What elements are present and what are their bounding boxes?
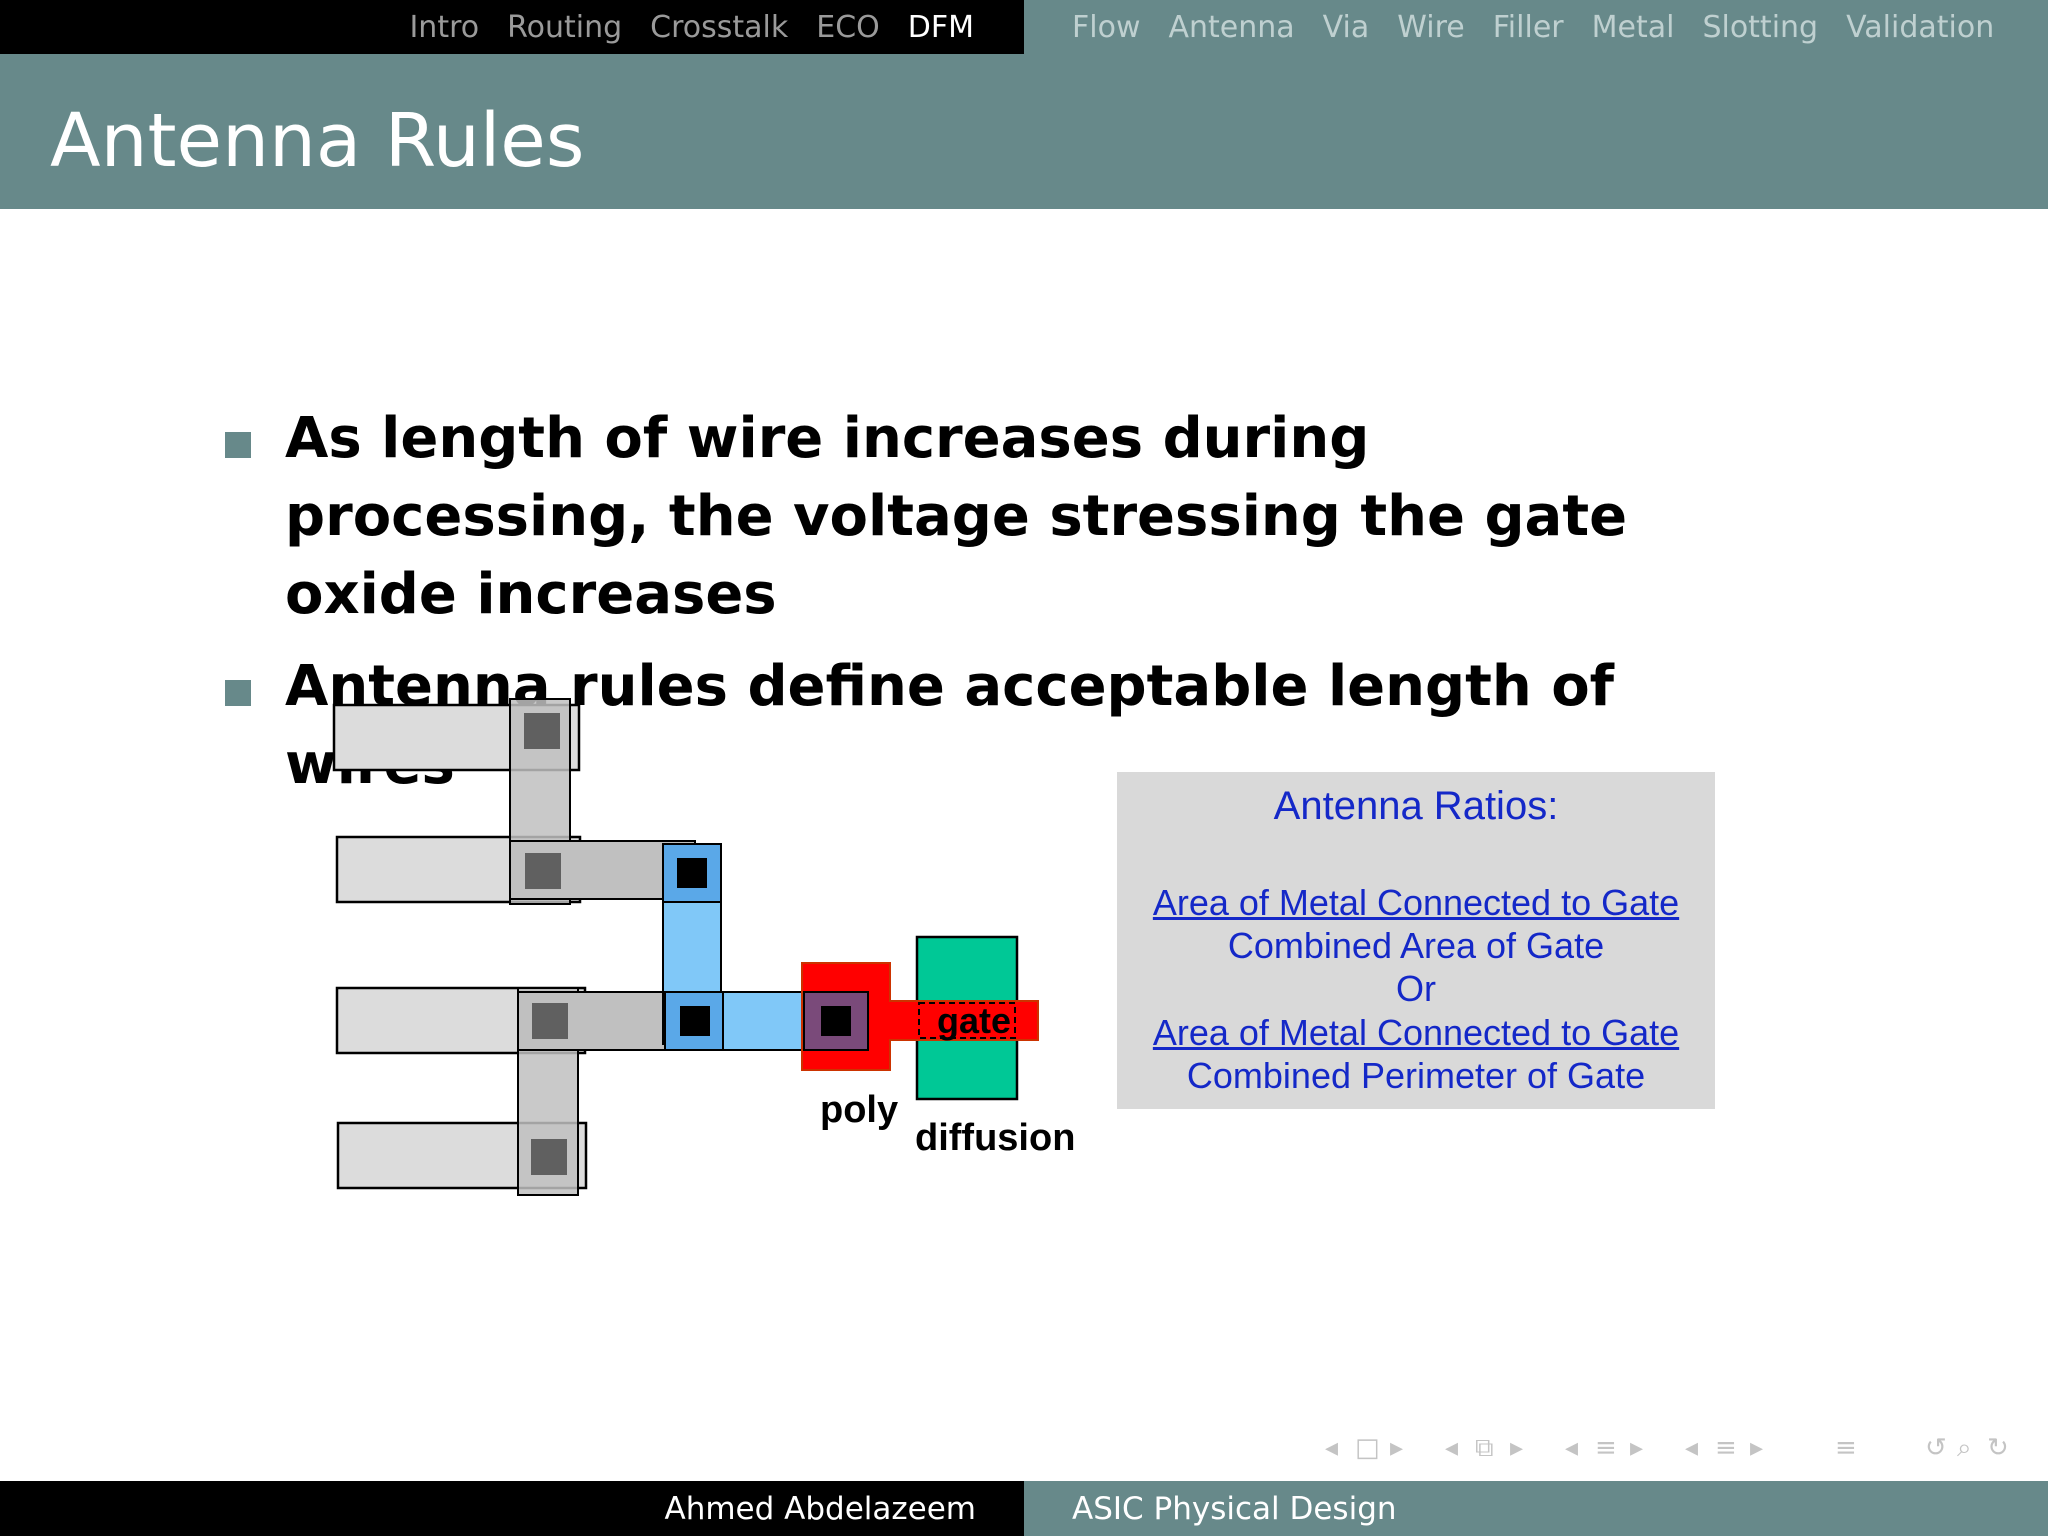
gate-label: gate (937, 1000, 1011, 1041)
via-square (524, 713, 560, 749)
prev-document-arrow-icon[interactable]: ◂ (1685, 1433, 1699, 1463)
nav-section-intro[interactable]: Intro (409, 9, 480, 45)
antenna-ratio-box: Antenna Ratios: Area of Metal Connected … (1117, 772, 1715, 1109)
back-icon[interactable]: ↺ (1925, 1433, 1947, 1463)
nav-subsection-filler[interactable]: Filler (1492, 9, 1564, 45)
nav-subsection-via[interactable]: Via (1322, 9, 1370, 45)
search-icon[interactable]: ⌕ (1957, 1433, 1972, 1463)
antenna-layout-diagram: gate poly diffusion (332, 698, 1075, 1196)
subsection-list: Flow Antenna Via Wire Filler Metal Slotting Val… (1072, 0, 1994, 54)
bullet-marker (225, 680, 251, 706)
section-nav: Intro Routing Crosstalk ECO DFM (0, 0, 1024, 54)
diffusion-label: diffusion (915, 1117, 1075, 1159)
next-document-arrow-icon[interactable]: ▸ (1750, 1433, 1764, 1463)
nav-section-routing[interactable]: Routing (507, 9, 623, 45)
contact-square (680, 1006, 710, 1036)
ratio1-numerator: Area of Metal Connected to Gate (1152, 882, 1680, 923)
contact-square (677, 858, 707, 888)
navigation-symbols: ◂ □ ▸ ◂ ⧉ ▸ ◂ ≡ ▸ ◂ ≡ ▸ ≡ ↺ ⌕ ↻ (1325, 1433, 2025, 1469)
nav-section-eco[interactable]: ECO (816, 9, 880, 45)
bullet-marker (225, 432, 251, 458)
nav-section-dfm[interactable]: DFM (907, 9, 974, 45)
next-subsection-arrow-icon[interactable]: ▸ (1510, 1433, 1524, 1463)
ratio1-denominator: Combined Area of Gate (1227, 925, 1605, 966)
prev-subsection-arrow-icon[interactable]: ◂ (1445, 1433, 1459, 1463)
prev-frame-arrow-icon[interactable]: ◂ (1325, 1433, 1339, 1463)
nav-section-crosstalk[interactable]: Crosstalk (650, 9, 789, 45)
footer-author-panel: Ahmed Abdelazeem (0, 1481, 1024, 1536)
poly-label: poly (820, 1089, 898, 1131)
ratio2-numerator: Area of Metal Connected to Gate (1152, 1012, 1680, 1053)
nav-subsection-antenna[interactable]: Antenna (1168, 9, 1295, 45)
nav-subsection-flow[interactable]: Flow (1072, 9, 1141, 45)
via-square (531, 1139, 567, 1175)
footer-course: ASIC Physical Design (1072, 1491, 1397, 1527)
metal3-via-top (662, 843, 722, 903)
via-square (532, 1003, 568, 1039)
section-icon[interactable]: ≡ (1595, 1433, 1617, 1463)
top-navigation-bar: Intro Routing Crosstalk ECO DFM Flow Antenna V… (0, 0, 2048, 54)
subsection-nav: Flow Antenna Via Wire Filler Metal Slotting Val… (1024, 0, 2048, 54)
footer-title-panel: ASIC Physical Design (1024, 1481, 2048, 1536)
subsection-icon[interactable]: ⧉ (1475, 1433, 1494, 1463)
ratio-separator: Or (1396, 968, 1436, 1009)
slide-title: Antenna Rules (50, 98, 585, 184)
via-square (525, 853, 561, 889)
nav-subsection-metal[interactable]: Metal (1591, 9, 1675, 45)
frame-icon[interactable]: □ (1355, 1433, 1380, 1463)
forward-icon[interactable]: ↻ (1987, 1433, 2009, 1463)
contact-square (821, 1006, 851, 1036)
ratio-box-title: Antenna Ratios: (1273, 784, 1559, 828)
bullet-text: As length of wire increases during proce… (285, 406, 1628, 627)
next-section-arrow-icon[interactable]: ▸ (1630, 1433, 1644, 1463)
bullet-item: As length of wire increases during proce… (225, 400, 1745, 634)
section-list: Intro Routing Crosstalk ECO DFM (409, 0, 974, 54)
bullet-list: As length of wire increases during proce… (225, 400, 1745, 818)
footer-author: Ahmed Abdelazeem (664, 1491, 976, 1527)
appendix-icon[interactable]: ≡ (1835, 1433, 1857, 1463)
title-band: Antenna Rules (0, 54, 2048, 209)
footer: Ahmed Abdelazeem ASIC Physical Design (0, 1481, 2048, 1536)
prev-section-arrow-icon[interactable]: ◂ (1565, 1433, 1579, 1463)
ratio2-denominator: Combined Perimeter of Gate (1186, 1055, 1646, 1096)
nav-subsection-wire[interactable]: Wire (1397, 9, 1465, 45)
document-icon[interactable]: ≡ (1715, 1433, 1737, 1463)
gate-region (918, 1002, 1016, 1039)
nav-subsection-validation[interactable]: Validation (1846, 9, 1995, 45)
nav-subsection-slotting[interactable]: Slotting (1702, 9, 1819, 45)
next-frame-arrow-icon[interactable]: ▸ (1390, 1433, 1404, 1463)
